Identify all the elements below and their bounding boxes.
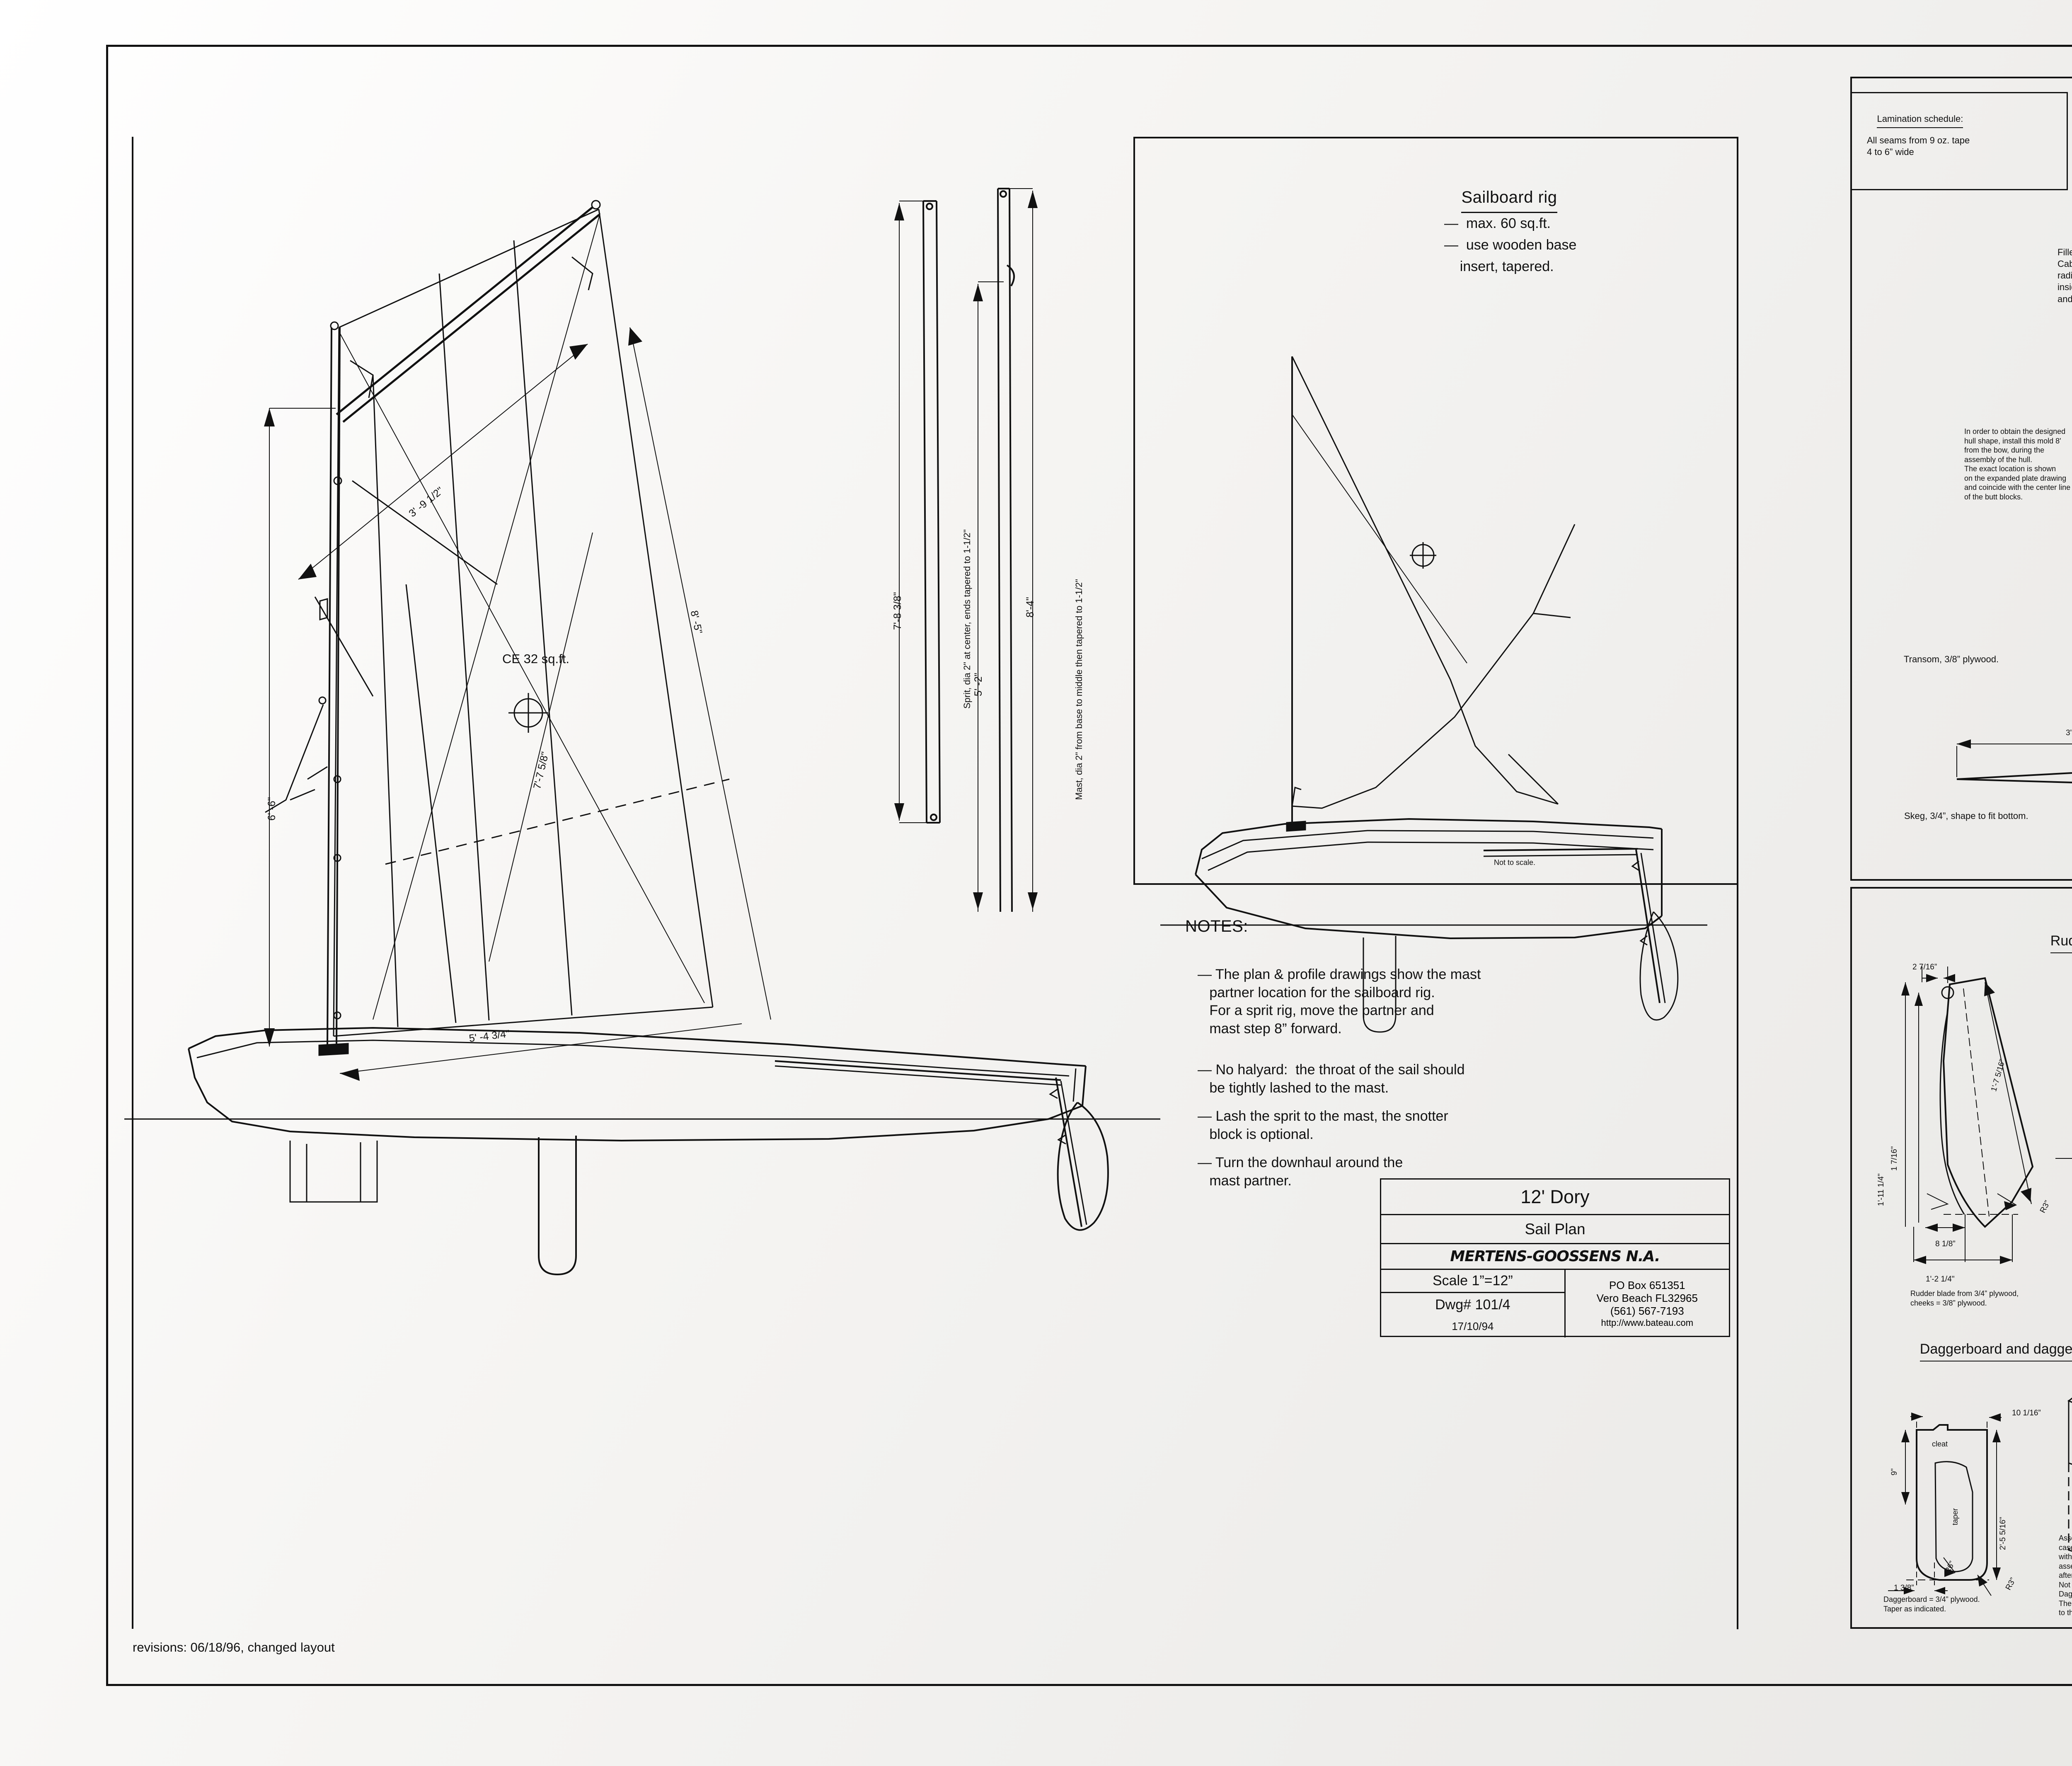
- tb-sheet-name: Sail Plan: [1381, 1215, 1729, 1244]
- lamination-body: All seams from 9 oz. tape 4 to 6” wide: [1867, 135, 1970, 157]
- tb-addr2: Vero Beach FL32965: [1596, 1292, 1698, 1304]
- lamination-box: [1850, 92, 2068, 190]
- notes-item-4: — Turn the downhaul around the mast part…: [1198, 1155, 1403, 1189]
- daggerboard-cleat-label: cleat: [1932, 1440, 1948, 1448]
- tb-addr1: PO Box 651351: [1609, 1279, 1685, 1291]
- sailboard-title: Sailboard rig: [1442, 166, 1557, 235]
- panel-mold-frame: [1850, 77, 2072, 881]
- sheet-border: [106, 45, 2072, 1686]
- rudder-title-text: Rudder and tiller.: [2050, 932, 2072, 954]
- notes-item-1: — The plan & profile drawings show the m…: [1198, 967, 1481, 1037]
- panel-appendages: [1850, 887, 2072, 1629]
- tb-scale: Scale 1”=12”: [1381, 1270, 1564, 1293]
- divider-notes-right: [1737, 883, 1738, 1629]
- daggerboard-title-text: Daggerboard and daggerboard case.: [1920, 1340, 2072, 1362]
- fillet-note: Fillet inside with Cabosil putty, radius…: [2057, 247, 2072, 304]
- rudder-title: Rudder and tiller.: [2035, 914, 2072, 971]
- sailboard-bullet-1: — max. 60 sq.ft.: [1444, 216, 1551, 231]
- dim-cheek-offset: 2 7/16”: [1912, 963, 1937, 971]
- divider-sailboard-right: [1737, 137, 1738, 885]
- lamination-heading-text: Lamination schedule:: [1877, 113, 1963, 128]
- skeg-label: Skeg, 3/4”, shape to fit bottom.: [1904, 811, 2028, 821]
- tb-right-col: PO Box 651351 Vero Beach FL32965 (561) 5…: [1566, 1270, 1729, 1337]
- tb-bottom: Scale 1”=12” Dwg# 101/4 17/10/94 PO Box …: [1381, 1270, 1729, 1337]
- tb-designer: MERTENS-GOOSSENS N.A.: [1381, 1244, 1729, 1270]
- sailboard-title-text: Sailboard rig: [1461, 187, 1557, 213]
- divider-sailboard-left: [1133, 137, 1135, 885]
- tb-addr3: (561) 567-7193: [1610, 1305, 1684, 1317]
- title-block-sail-plan: 12' Dory Sail Plan MERTENS-GOOSSENS N.A.…: [1380, 1178, 1730, 1337]
- sailboard-bullet-3: insert, tapered.: [1444, 259, 1554, 274]
- daggerboard-board-note: Daggerboard = 3/4” plywood. Taper as ind…: [1883, 1595, 1980, 1613]
- transom-label: Transom, 3/8” plywood.: [1904, 654, 1999, 664]
- tb-dwg: Dwg# 101/4: [1435, 1296, 1510, 1313]
- revisions-label: revisions: 06/18/96, changed layout: [133, 1640, 335, 1655]
- notes-heading: NOTES:: [1185, 917, 1248, 935]
- daggerboard-title: Daggerboard and daggerboard case.: [1904, 1322, 2072, 1380]
- ce-label: CE 32 sq.ft.: [502, 652, 569, 666]
- mold-install-note: In order to obtain the designed hull sha…: [1964, 427, 2071, 501]
- notes-item-3: — Lash the sprit to the mast, the snotte…: [1198, 1108, 1448, 1142]
- tb-left-col: Scale 1”=12” Dwg# 101/4 17/10/94: [1381, 1270, 1566, 1337]
- notes-item-2: — No halyard: the throat of the sail sho…: [1198, 1062, 1465, 1096]
- dim-db-width: 10 1/16”: [2012, 1409, 2041, 1417]
- tb-addr4: http://www.bateau.com: [1601, 1318, 1694, 1328]
- sailboard-not-to-scale: Not to scale.: [1493, 858, 1536, 867]
- divider-sailboard-top: [1133, 137, 1738, 138]
- sailboard-bullet-2: — use wooden base: [1444, 237, 1577, 253]
- tb-boat-name: 12' Dory: [1381, 1180, 1729, 1215]
- tb-date: 17/10/94: [1452, 1320, 1494, 1332]
- dim-rudder-w2: 1'-2 1/4": [1926, 1275, 1955, 1284]
- divider-sailboard-bottom: [1133, 883, 1738, 885]
- dim-skeg-length: 3'-5": [2066, 729, 2072, 737]
- dim-rudder-w1: 8 1/8”: [1935, 1240, 1956, 1248]
- divider-left: [132, 137, 133, 1629]
- rudder-blade-note: Rudder blade from 3/4” plywood, cheeks =…: [1910, 1289, 2019, 1308]
- lamination-heading: Lamination schedule:: [1867, 102, 1963, 140]
